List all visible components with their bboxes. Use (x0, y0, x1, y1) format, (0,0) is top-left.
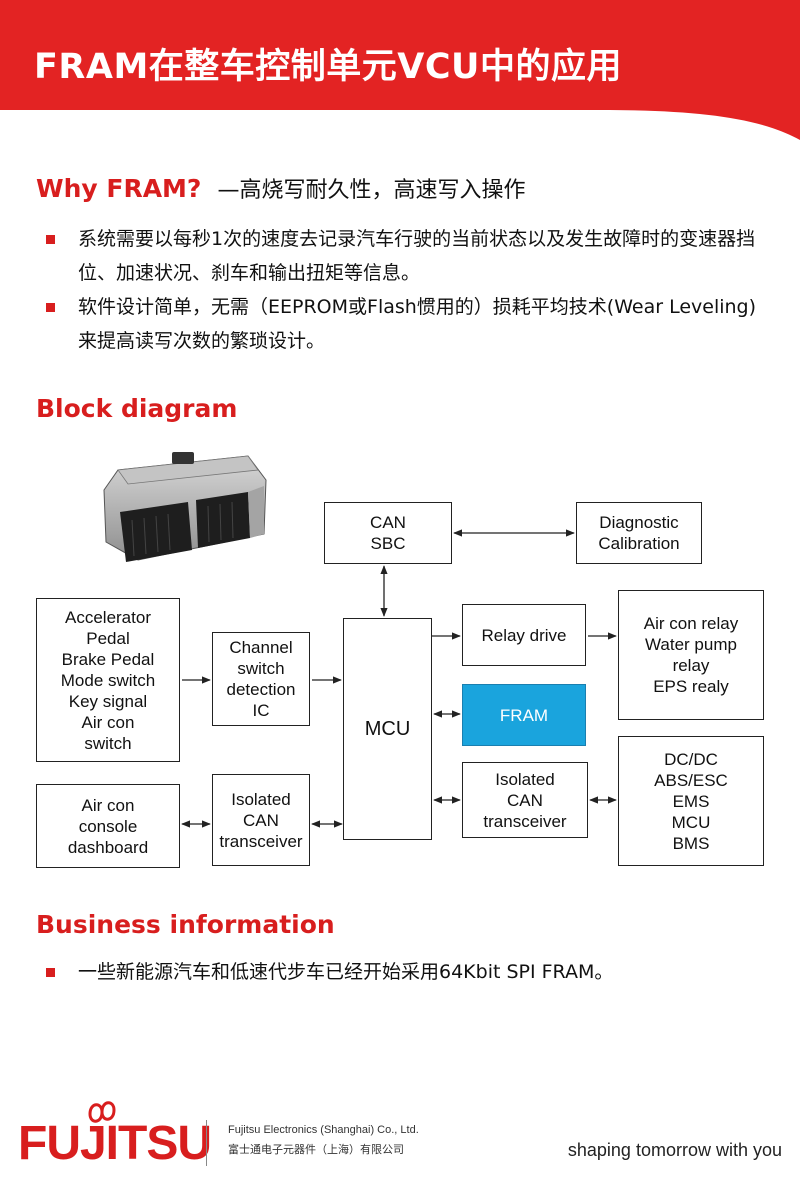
footer-divider (206, 1120, 207, 1166)
isolated-can-right-box: Isolated CAN transceiver (462, 762, 588, 838)
company-name-en: Fujitsu Electronics (Shanghai) Co., Ltd. (228, 1124, 419, 1136)
footer-tagline: shaping tomorrow with you (567, 1140, 782, 1160)
relay-drive-label: Relay drive (481, 625, 567, 645)
header-red-shape (0, 0, 800, 140)
relays-box: Air con relay Water pump relay EPS realy (618, 590, 764, 720)
mcu-label: MCU (364, 717, 411, 740)
why-subtitle: —高烧写耐久性，高速写入操作 (217, 178, 526, 203)
block-diagram: CAN SBC Diagnostic Calibration Accelerat… (0, 490, 800, 880)
header-banner: FRAM在整车控制单元VCU中的应用 (0, 0, 800, 140)
why-bullet-list: 系统需要以每秒1次的速度去记录汽车行驶的当前状态以及发生故障时的变速器挡位、加速… (44, 222, 764, 358)
ecu-device-image (103, 452, 267, 562)
relay-drive-box: Relay drive (462, 604, 586, 666)
isolated-can-right-label: Isolated CAN transceiver (483, 769, 567, 831)
console-label: Air con console dashboard (67, 795, 149, 857)
footer-company: Fujitsu Electronics (Shanghai) Co., Ltd.… (228, 1120, 419, 1160)
isolated-can-left-label: Isolated CAN transceiver (219, 789, 303, 851)
mcu-box: MCU (343, 618, 432, 840)
inputs-label: Accelerator Pedal Brake Pedal Mode switc… (60, 607, 156, 753)
business-bullet-1: 一些新能源汽车和低速代步车已经开始采用64Kbit SPI FRAM。 (44, 955, 764, 989)
relays-label: Air con relay Water pump relay EPS realy (643, 614, 739, 696)
diagnostic-box: Diagnostic Calibration (576, 502, 702, 564)
fujitsu-logo: FUJITSU (18, 1117, 212, 1170)
diagnostic-label: Diagnostic Calibration (598, 513, 680, 553)
channel-box: Channel switch detection IC (212, 632, 310, 726)
fram-label: FRAM (499, 705, 549, 725)
why-title: Why FRAM? (36, 174, 202, 203)
isolated-can-left-box: Isolated CAN transceiver (212, 774, 310, 866)
why-bullet-2: 软件设计简单，无需（EEPROM或Flash惯用的）损耗平均技术(Wear Le… (44, 290, 764, 358)
console-box: Air con console dashboard (36, 784, 180, 868)
can-sbc-box: CAN SBC (324, 502, 452, 564)
fram-box: FRAM (462, 684, 586, 746)
can-sbc-label: CAN SBC (370, 513, 406, 553)
channel-label: Channel switch detection IC (226, 638, 296, 720)
business-title: Business information (36, 910, 335, 939)
why-heading: Why FRAM? —高烧写耐久性，高速写入操作 (36, 172, 525, 204)
why-bullet-1: 系统需要以每秒1次的速度去记录汽车行驶的当前状态以及发生故障时的变速器挡位、加速… (44, 222, 764, 290)
inputs-box: Accelerator Pedal Brake Pedal Mode switc… (36, 598, 180, 762)
page-title: FRAM在整车控制单元VCU中的应用 (34, 47, 622, 87)
diagram-arrows (181, 529, 617, 828)
fujitsu-infinity-icon (88, 1101, 116, 1123)
business-bullet-list: 一些新能源汽车和低速代步车已经开始采用64Kbit SPI FRAM。 (44, 955, 764, 989)
block-diagram-title: Block diagram (36, 394, 238, 423)
ecus-label: DC/DC ABS/ESC EMS MCU BMS (654, 749, 728, 853)
company-name-cn: 富士通电子元器件（上海）有限公司 (228, 1144, 404, 1156)
ecus-box: DC/DC ABS/ESC EMS MCU BMS (618, 736, 764, 866)
